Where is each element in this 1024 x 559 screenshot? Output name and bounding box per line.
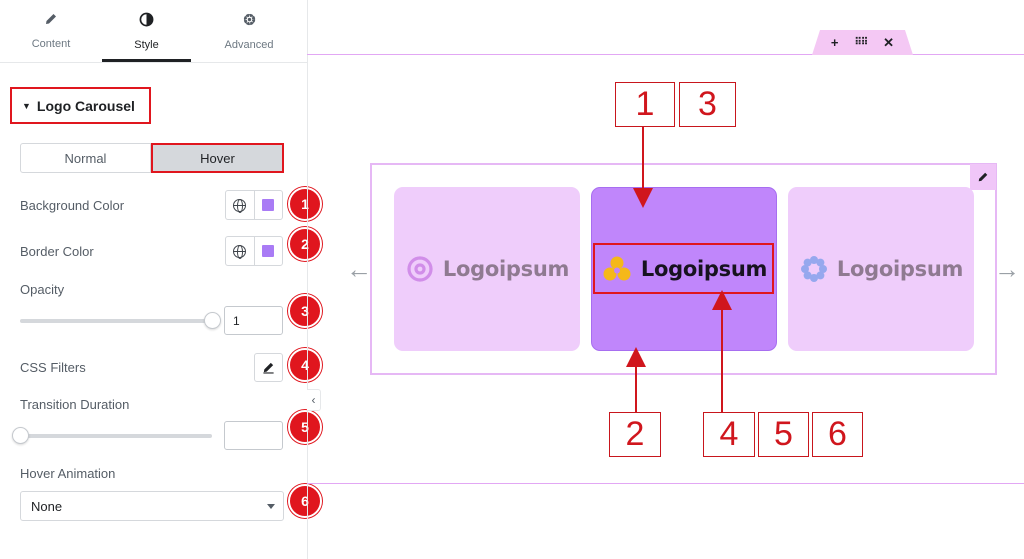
logo-card[interactable]: Logoipsum [788, 187, 974, 351]
widget-edit-button[interactable] [970, 164, 996, 190]
pencil-icon [44, 12, 58, 30]
transition-duration-slider-track[interactable] [20, 434, 212, 438]
widget-outline [370, 163, 997, 375]
annotation-badge: 4 [288, 348, 322, 382]
section-toggle-logo-carousel[interactable]: ▼ Logo Carousel [10, 87, 151, 124]
opacity-slider-thumb[interactable] [203, 312, 221, 329]
tab-content[interactable]: Content [0, 0, 102, 62]
callout-number: 5 [758, 412, 809, 457]
state-hover-button[interactable]: Hover [151, 143, 284, 173]
opacity-label: Opacity [20, 282, 65, 297]
logo-text: Logoipsum [836, 257, 964, 281]
tab-content-label: Content [31, 38, 71, 50]
annotation-badge: 3 [288, 294, 322, 328]
style-panel: Content Style Advanced ▼ Logo Carousel N… [0, 0, 322, 559]
background-color-control [225, 190, 283, 220]
logo-text: Logoipsum [442, 257, 570, 281]
callout-number: 3 [679, 82, 736, 127]
collapse-panel-button[interactable]: ‹ [307, 389, 321, 411]
callout-number: 4 [703, 412, 755, 457]
tab-style-label: Style [134, 38, 159, 51]
triad-logo-icon [603, 256, 631, 281]
logo-highlight-box [593, 243, 774, 294]
annotation-badge: 2 [288, 227, 322, 261]
drag-dots-icon[interactable]: ⠿⠿ [854, 37, 869, 48]
section-title: Logo Carousel [36, 97, 135, 114]
section-handle[interactable]: + ⠿⠿ ✕ [812, 30, 913, 55]
tab-divider [0, 62, 307, 63]
color-swatch [262, 199, 275, 211]
tab-advanced-label: Advanced [224, 38, 274, 51]
logo-card-hovered[interactable]: Logoipsum [591, 187, 777, 351]
chevron-down-icon [267, 504, 275, 509]
globe-icon [233, 198, 247, 213]
section-outline [307, 54, 1024, 484]
globe-icon [233, 244, 247, 259]
hover-animation-label: Hover Animation [20, 466, 116, 481]
color-swatch [262, 245, 275, 257]
panel-divider [307, 0, 308, 559]
chevron-left-icon: ‹ [311, 393, 316, 407]
global-colors-button[interactable] [226, 191, 254, 219]
pencil-icon [263, 362, 274, 374]
spiral-logo-icon [407, 256, 433, 282]
tab-advanced[interactable]: Advanced [191, 0, 307, 62]
annotation-badge: 5 [288, 410, 322, 444]
logo-text: Logoipsum [640, 257, 768, 281]
background-color-swatch[interactable] [253, 191, 282, 219]
annotation-badge: 6 [288, 484, 322, 518]
carousel-prev-arrow[interactable]: ← [346, 254, 372, 284]
transition-duration-label: Transition Duration [20, 397, 130, 412]
flower-logo-icon [800, 256, 827, 282]
opacity-input[interactable]: 1 [224, 306, 283, 335]
plus-icon[interactable]: + [830, 35, 839, 50]
tab-style[interactable]: Style [102, 0, 191, 62]
gear-icon [242, 12, 257, 31]
css-filters-label: CSS Filters [20, 360, 86, 375]
transition-duration-slider-thumb[interactable] [11, 427, 29, 444]
state-normal-button[interactable]: Normal [20, 143, 151, 173]
border-color-label: Border Color [20, 244, 94, 259]
half-circle-icon [139, 12, 154, 31]
border-color-swatch[interactable] [253, 237, 282, 265]
pencil-icon [978, 172, 988, 182]
callout-number: 2 [609, 412, 661, 457]
css-filters-edit-button[interactable] [254, 353, 283, 382]
caret-down-icon: ▼ [22, 100, 31, 111]
border-color-control [225, 236, 283, 266]
logo-card[interactable]: Logoipsum [394, 187, 580, 351]
hover-animation-value: None [31, 498, 63, 514]
carousel-next-arrow[interactable]: → [994, 254, 1020, 284]
close-icon[interactable]: ✕ [883, 34, 895, 50]
annotation-badge: 1 [288, 187, 322, 221]
hover-animation-select[interactable]: None [20, 491, 284, 521]
global-colors-button[interactable] [226, 237, 254, 265]
opacity-slider-track[interactable] [20, 319, 212, 323]
transition-duration-input[interactable] [224, 421, 283, 450]
callout-number: 1 [615, 82, 675, 127]
background-color-label: Background Color [20, 198, 125, 213]
callout-number: 6 [812, 412, 863, 457]
